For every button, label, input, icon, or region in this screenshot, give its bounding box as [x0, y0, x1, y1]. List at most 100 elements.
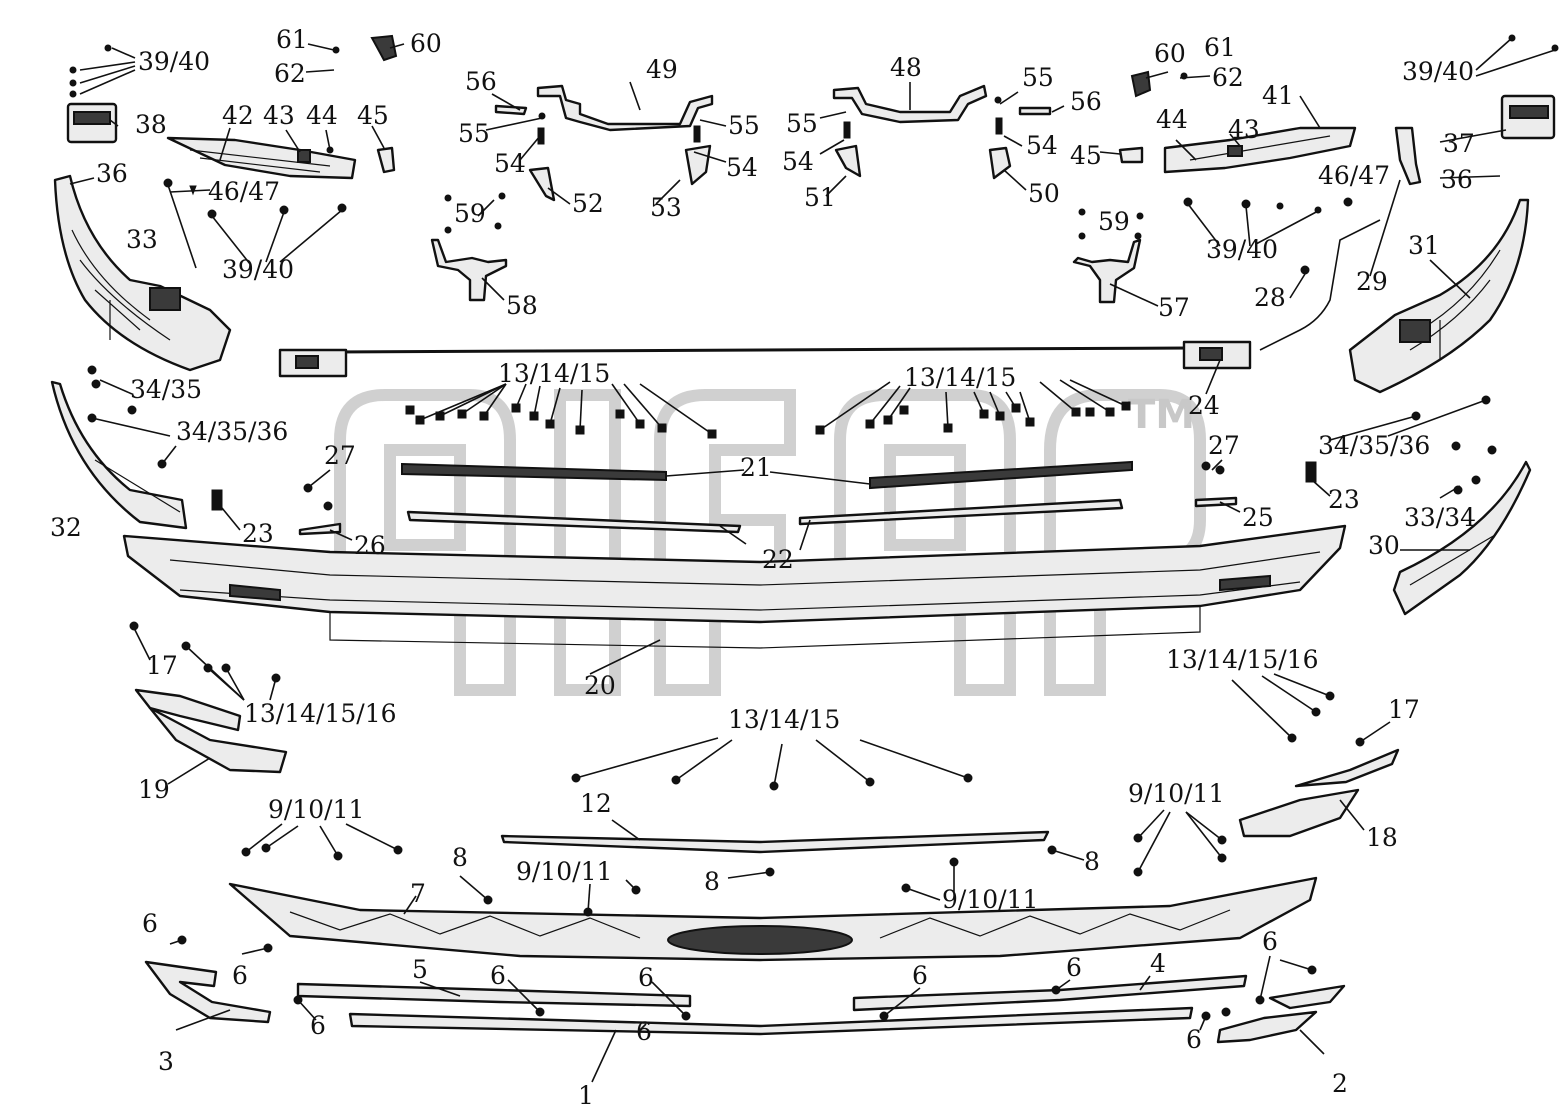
callout-54: 54: [1026, 131, 1058, 160]
leader-line: [459, 875, 489, 901]
callout-62: 62: [1212, 63, 1244, 92]
fastener-icon: [899, 405, 909, 415]
callout-60: 60: [410, 29, 442, 58]
leader-line: [1205, 359, 1221, 395]
callout-61: 61: [276, 25, 308, 54]
callout-56: 56: [465, 67, 497, 96]
clip-60-right: [1130, 70, 1188, 98]
callout-39-40: 39/40: [222, 255, 294, 284]
chrome-strip-1: [348, 1006, 1194, 1036]
callout-51: 51: [804, 183, 836, 212]
bracket-42: [166, 136, 357, 180]
callout-23: 23: [242, 519, 274, 548]
corner-trim-3: [144, 960, 272, 1024]
callout-13-14-15: 13/14/15: [498, 359, 610, 388]
callout-46-47: 46/47: [1318, 161, 1390, 190]
leader-line: [1051, 849, 1085, 861]
fastener-icon: [1451, 441, 1461, 451]
bumper-bracket-33: [53, 174, 232, 372]
callout-34-35-36: 34/35/36: [1318, 431, 1430, 460]
leader-line: [639, 1023, 647, 1031]
callout-57: 57: [1158, 293, 1190, 322]
callout-12: 12: [580, 789, 612, 818]
leader-line: [1185, 811, 1223, 841]
callout-55: 55: [1022, 63, 1054, 92]
leader-line: [169, 939, 183, 945]
callout-13-14-15: 13/14/15: [904, 363, 1016, 392]
leader-line: [477, 199, 495, 217]
leader-line: [1245, 205, 1251, 247]
callout-32: 32: [50, 513, 82, 542]
leader-line: [665, 469, 745, 477]
fastener-icon: [127, 405, 137, 415]
callout-55: 55: [458, 119, 490, 148]
leader-line: [1255, 209, 1321, 245]
watermark-trademark: TM: [1128, 392, 1195, 438]
leader-line: [1199, 1015, 1207, 1031]
grille-frame-20: [122, 524, 1347, 649]
callout-36: 36: [1441, 165, 1473, 194]
leader-line: [1185, 811, 1223, 859]
callout-9-10-11: 9/10/11: [1128, 779, 1224, 808]
callout-6: 6: [1066, 953, 1082, 982]
callout-19: 19: [138, 775, 170, 804]
callout-48: 48: [890, 53, 922, 82]
leader-line: [699, 119, 727, 127]
callout-9-10-11: 9/10/11: [268, 795, 364, 824]
leader-line: [481, 277, 505, 301]
leader-line: [329, 529, 353, 541]
callout-43: 43: [1228, 115, 1260, 144]
leader-line: [69, 177, 95, 185]
leader-line: [651, 981, 687, 1017]
leader-line: [887, 387, 911, 421]
leader-line: [655, 179, 681, 205]
side-trim-18: [1238, 748, 1400, 838]
leader-line: [675, 739, 733, 781]
fastener-icon: [1471, 475, 1481, 485]
leader-line: [825, 175, 847, 197]
leader-line: [1059, 379, 1111, 413]
callout-53: 53: [650, 193, 682, 222]
deflector-50-51: [834, 144, 1012, 180]
callout-49: 49: [646, 55, 678, 84]
clip-43-44-45-right: [1118, 145, 1243, 164]
callout-60: 60: [1154, 39, 1186, 68]
callout-7: 7: [410, 879, 426, 908]
leader-line: [727, 871, 771, 879]
leader-line: [1279, 959, 1313, 971]
leader-line: [269, 677, 277, 701]
leader-line: [91, 417, 171, 437]
callout-8: 8: [452, 843, 468, 872]
callout-13-14-15-16: 13/14/15/16: [244, 699, 397, 728]
fastener-icon: [405, 405, 415, 415]
leader-line: [285, 129, 301, 153]
callout-59: 59: [1098, 207, 1130, 236]
leader-line: [133, 627, 151, 661]
leader-line: [1261, 675, 1317, 713]
leader-line: [507, 979, 541, 1013]
leader-line: [99, 379, 133, 395]
leader-line: [719, 525, 747, 545]
callout-21: 21: [740, 453, 772, 482]
leader-line: [533, 385, 541, 417]
leader-line: [1475, 49, 1556, 77]
leader-line: [819, 381, 891, 431]
leader-line: [265, 825, 299, 849]
bracket-48: [832, 84, 988, 124]
leader-line: [1311, 479, 1331, 497]
leader-line: [1179, 75, 1211, 79]
fastener-cluster-39-40-left: [69, 44, 136, 98]
leader-line: [1439, 485, 1461, 499]
leader-line: [219, 127, 231, 161]
leader-line: [547, 187, 571, 205]
leader-line: [693, 151, 727, 163]
callout-43: 43: [263, 101, 295, 130]
callout-38: 38: [135, 110, 167, 139]
callout-33: 33: [126, 225, 158, 254]
callout-54: 54: [782, 147, 814, 176]
fastener-icon: [129, 621, 139, 631]
callout-6: 6: [1262, 927, 1278, 956]
callout-6: 6: [638, 963, 654, 992]
callout-25: 25: [1242, 503, 1274, 532]
leader-line: [1055, 979, 1071, 991]
